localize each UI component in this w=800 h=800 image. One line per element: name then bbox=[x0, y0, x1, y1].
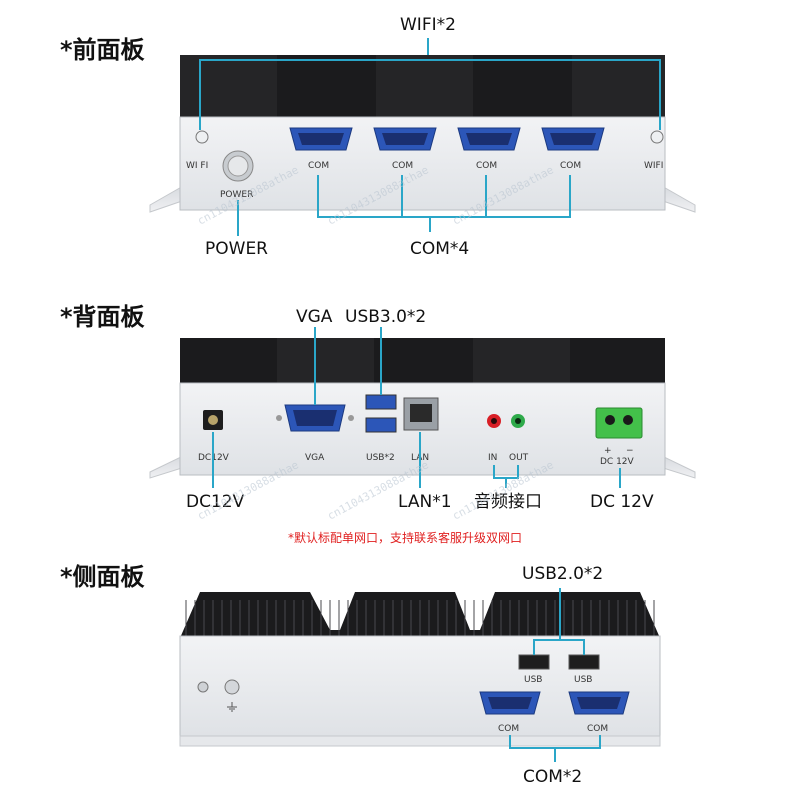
usb-port-icon[interactable] bbox=[365, 417, 397, 433]
lan-callout: LAN*1 bbox=[398, 492, 452, 512]
lan-socket-icon bbox=[410, 404, 432, 422]
back-heatsink-segments bbox=[277, 338, 570, 383]
front-panel: *前面板 WIFI*2 WI FI WIFI POWER bbox=[60, 15, 696, 259]
com-small-label: COM bbox=[587, 724, 608, 734]
com-port-icon[interactable] bbox=[457, 127, 521, 151]
terminal-small-label: DC 12V bbox=[600, 457, 635, 467]
com-port-icon[interactable] bbox=[373, 127, 437, 151]
audio-callout: 音频接口 bbox=[474, 492, 542, 512]
in-small-label: IN bbox=[488, 453, 497, 463]
ground-screw-icon bbox=[224, 679, 240, 695]
side-com-callout: COM*2 bbox=[523, 767, 582, 787]
power-callout: POWER bbox=[205, 239, 268, 259]
com-small-label: COM bbox=[560, 161, 581, 171]
vga-callout: VGA bbox=[296, 307, 333, 327]
usb20-callout: USB2.0*2 bbox=[522, 564, 603, 584]
usb30-callout: USB3.0*2 bbox=[345, 307, 426, 327]
power-terminal-icon[interactable] bbox=[595, 407, 643, 439]
terminal-screw-icon bbox=[605, 415, 615, 425]
com-callout: COM*4 bbox=[410, 239, 469, 259]
side-base bbox=[179, 735, 661, 747]
back-callout-lines bbox=[212, 327, 621, 488]
audio-out-hole-icon bbox=[515, 418, 521, 424]
side-callout-lines bbox=[509, 588, 601, 762]
usb-small-label: USB bbox=[524, 675, 542, 685]
dc-callout: DC12V bbox=[186, 492, 245, 512]
out-small-label: OUT bbox=[509, 453, 529, 463]
usb-small-label: USB bbox=[574, 675, 592, 685]
side-chassis bbox=[179, 635, 661, 737]
dc-jack-pin-icon bbox=[208, 415, 218, 425]
front-com-ports bbox=[289, 127, 605, 151]
front-heading: *前面板 bbox=[60, 36, 146, 64]
usb-port-icon[interactable] bbox=[568, 654, 600, 670]
wifi-callout: WIFI*2 bbox=[400, 15, 456, 35]
wifi-right-label: WIFI bbox=[644, 161, 663, 171]
usb-small-label: USB*2 bbox=[366, 453, 395, 463]
ground-symbol-icon bbox=[227, 702, 237, 712]
vga-small-label: VGA bbox=[305, 453, 325, 463]
vga-port-icon[interactable] bbox=[276, 404, 354, 432]
com-port-icon[interactable] bbox=[568, 691, 630, 715]
terminal-minus: − bbox=[626, 446, 634, 456]
usb-port-icon[interactable] bbox=[518, 654, 550, 670]
com-port-icon[interactable] bbox=[541, 127, 605, 151]
side-heading: *侧面板 bbox=[60, 563, 146, 591]
com-port-icon[interactable] bbox=[479, 691, 541, 715]
screw-icon bbox=[197, 681, 209, 693]
front-heatsink bbox=[180, 55, 665, 117]
back-heatsink bbox=[180, 338, 665, 383]
audio-in-hole-icon bbox=[491, 418, 497, 424]
front-heatsink-segments bbox=[180, 55, 665, 117]
terminal-callout: DC 12V bbox=[590, 492, 654, 512]
com-port-icon[interactable] bbox=[289, 127, 353, 151]
upgrade-note: *默认标配单网口，支持联系客服升级双网口 bbox=[288, 530, 522, 545]
com-small-label: COM bbox=[498, 724, 519, 734]
side-heatsink-fins bbox=[185, 600, 655, 636]
back-panel: *背面板 VGA USB3.0*2 DC12V VGA USB*2 bbox=[60, 303, 696, 545]
terminal-plus: + bbox=[604, 446, 612, 456]
power-small-label: POWER bbox=[220, 190, 253, 200]
wifi-antenna-left-icon bbox=[195, 130, 209, 144]
wifi-antenna-right-icon bbox=[650, 130, 664, 144]
com-small-label: COM bbox=[392, 161, 413, 171]
front-callout-lines bbox=[199, 38, 661, 236]
com-small-label: COM bbox=[308, 161, 329, 171]
com-small-label: COM bbox=[476, 161, 497, 171]
lan-port-icon[interactable] bbox=[403, 397, 439, 431]
wifi-left-label: WI FI bbox=[186, 161, 208, 171]
back-heading: *背面板 bbox=[60, 303, 146, 331]
side-panel: *侧面板 USB2.0*2 USB USB COM COM bbox=[60, 563, 661, 787]
usb-port-icon[interactable] bbox=[365, 394, 397, 410]
power-icon bbox=[227, 155, 249, 177]
usb30-ports bbox=[365, 394, 397, 433]
terminal-screw-icon bbox=[623, 415, 633, 425]
